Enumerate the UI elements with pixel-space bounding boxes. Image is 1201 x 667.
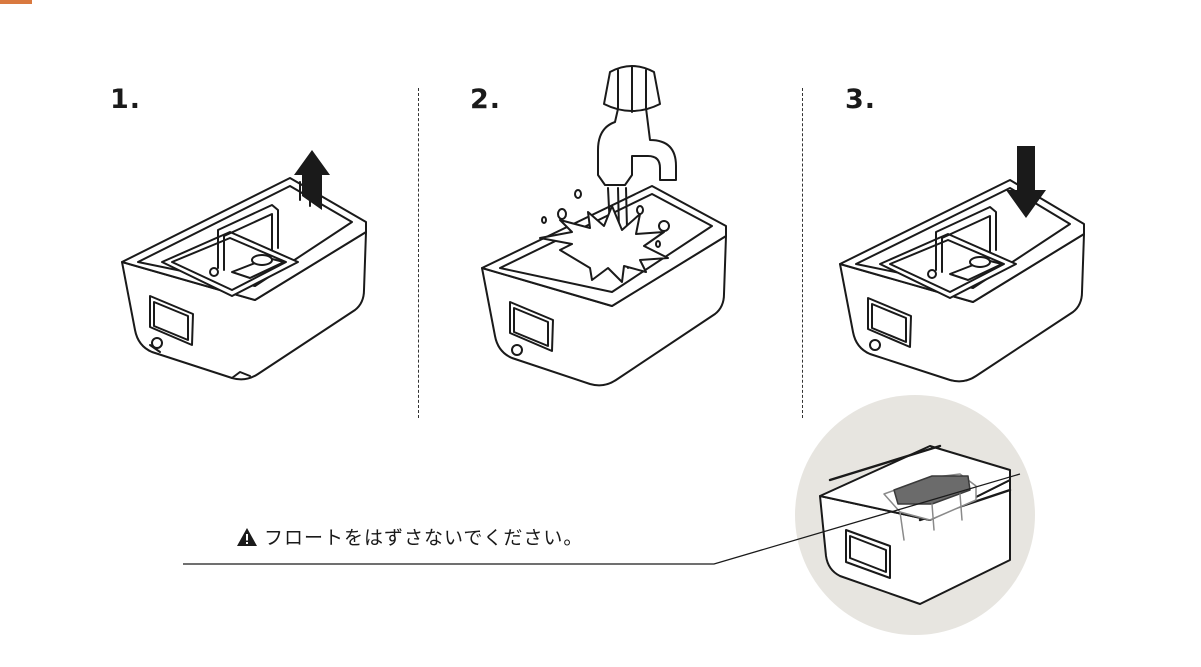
step-1-number: 1. [110, 84, 142, 115]
step-1-tank-illustration [121, 177, 367, 381]
warning-triangle-icon [237, 527, 257, 546]
float-detail-callout [795, 395, 1035, 635]
warning-text: フロートをはずさないでください。 [264, 527, 584, 549]
step-3-number: 3. [845, 84, 877, 115]
step-3-tank-illustration [839, 179, 1085, 383]
callout-leader-line [183, 473, 1021, 565]
step-divider-2 [802, 88, 803, 418]
step-2-number: 2. [470, 84, 502, 115]
lift-up-arrow [294, 150, 330, 210]
warning-note: フロートをはずさないでください。 [236, 523, 583, 550]
insert-down-arrow [1006, 146, 1046, 218]
corner-accent-tab [0, 0, 32, 4]
step-divider-1 [418, 88, 419, 418]
step-2-wash-illustration [481, 65, 727, 387]
